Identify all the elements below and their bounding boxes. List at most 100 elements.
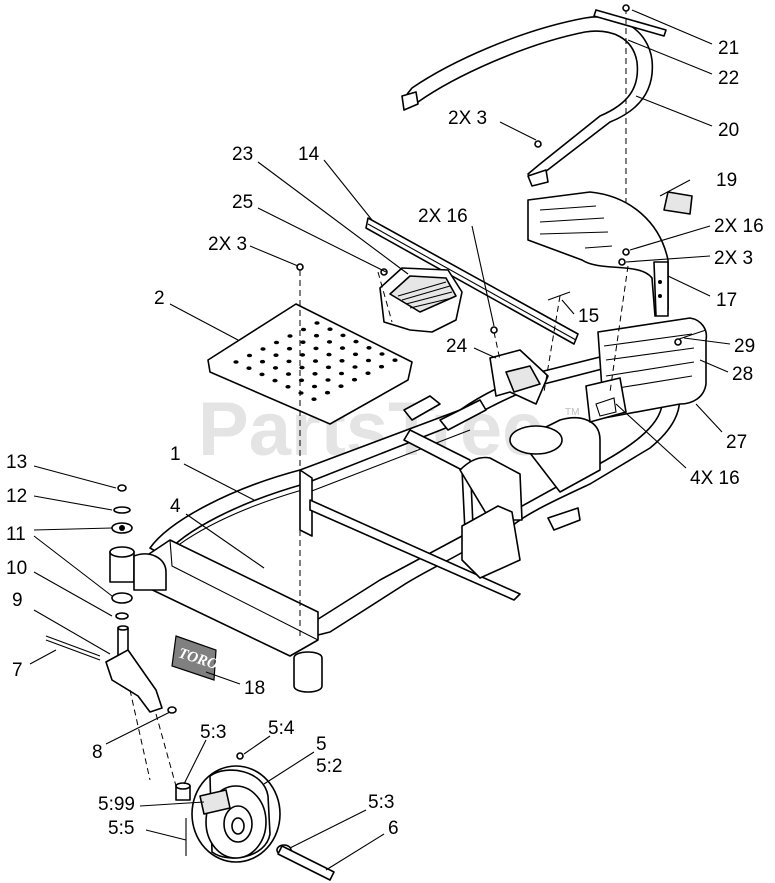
- floor-pan-hole: [273, 353, 279, 358]
- callout-label: 9: [12, 590, 23, 611]
- wheel-axle: [277, 845, 335, 881]
- floor-pan-hole: [326, 352, 332, 357]
- floor-pan-hole: [298, 391, 304, 395]
- floor-pan-hole: [351, 377, 358, 382]
- callout-label: 5:2: [316, 756, 342, 777]
- floor-pan-hole: [324, 390, 331, 395]
- floor-pan-hole: [300, 327, 307, 332]
- handle-bar: [401, 16, 654, 187]
- floor-pan-hole: [353, 339, 359, 344]
- floor-pan-hole: [340, 333, 346, 338]
- callout-label: 27: [726, 432, 747, 453]
- callout-label: 25: [232, 192, 253, 213]
- callout-label: 18: [244, 678, 265, 699]
- front-cross-member: [139, 539, 319, 657]
- callout-label: 19: [716, 170, 737, 191]
- callout-label: 5:99: [98, 794, 135, 815]
- floor-pan-hole: [300, 340, 306, 345]
- floor-pan-hole: [260, 347, 266, 351]
- tire-tread-label: [199, 789, 231, 815]
- callout-label: 5:4: [268, 718, 295, 739]
- callout-label: 5:3: [368, 792, 394, 813]
- bolt: [296, 263, 304, 271]
- floor-pan-hole: [314, 321, 320, 325]
- floor-pan-hole: [313, 333, 320, 338]
- callout-label: 12: [6, 486, 27, 507]
- callout-label: 5: [316, 734, 327, 755]
- rear-shield: [527, 191, 669, 317]
- floor-pan-hole: [287, 334, 293, 338]
- floor-pan: [207, 303, 413, 425]
- callout-label: 15: [578, 306, 599, 327]
- floor-pan-hole: [379, 352, 385, 356]
- bolt: [490, 326, 498, 334]
- callout-label: 1: [170, 444, 181, 465]
- floor-pan-hole: [326, 340, 333, 344]
- callout-label: 10: [6, 558, 27, 579]
- floor-pan-hole: [338, 384, 344, 389]
- callout-label: 20: [718, 120, 739, 141]
- pad-assembly: [585, 317, 708, 423]
- floor-pan-hole: [325, 365, 332, 370]
- callout-label: 6: [388, 818, 399, 839]
- callout-label: 14: [298, 144, 320, 165]
- floor-pan-hole: [311, 384, 318, 389]
- floor-pan-hole: [378, 364, 385, 369]
- floor-pan-hole: [327, 327, 333, 332]
- floor-pan-hole: [312, 359, 319, 363]
- pad-bolt: [675, 329, 707, 341]
- grease-fitting: [236, 752, 244, 760]
- floor-pan-hole: [286, 346, 293, 351]
- handle-plate: [593, 9, 667, 37]
- leader-lines: [29, 9, 731, 871]
- floor-pan-hole: [246, 353, 253, 358]
- floor-pan-hole: [366, 346, 372, 350]
- callout-label: 2: [154, 288, 165, 309]
- floor-pan-hole: [338, 371, 345, 376]
- caster-wheel: [191, 765, 281, 863]
- floor-pan-hole: [299, 365, 305, 370]
- rear-tab: [547, 507, 581, 531]
- floor-pan-hole: [312, 372, 318, 376]
- caster-hardware: [109, 484, 167, 663]
- main-frame: [149, 354, 681, 637]
- axle-bolt: [45, 635, 101, 657]
- floor-pan-hole: [313, 346, 319, 351]
- callout-label: 2X 3: [208, 234, 247, 255]
- floor-pan-hole: [246, 366, 252, 371]
- rear-mount-plate: [461, 505, 521, 579]
- callout-label: 7: [12, 660, 23, 681]
- callout-label: 23: [232, 144, 253, 165]
- decal: [663, 191, 693, 215]
- floor-pan-hole: [285, 385, 291, 389]
- floor-pan-hole: [285, 372, 292, 376]
- grille-housing: [379, 267, 463, 333]
- floor-pan-hole: [339, 346, 346, 350]
- callout-label: 2X 16: [714, 216, 764, 237]
- callout-labels: 21 22 20 2X 3 19 2X 16 2X 3 17 23 14 25 …: [6, 38, 764, 839]
- floor-pan-hole: [259, 372, 265, 377]
- callout-label: 8: [92, 742, 103, 763]
- callout-label: 21: [718, 38, 739, 59]
- callout-label: 28: [732, 364, 753, 385]
- callout-label: 11: [6, 524, 26, 545]
- cross-bar: [365, 217, 579, 345]
- floor-pan-hole: [352, 365, 358, 369]
- callout-label: 4: [170, 496, 181, 517]
- bolt: [534, 140, 542, 148]
- floor-pan-hole: [325, 378, 331, 382]
- floor-pan-hole: [259, 359, 266, 364]
- callout-label: 22: [718, 68, 739, 89]
- toro-logo-plate: TORO: [171, 635, 220, 681]
- floor-pan-hole: [272, 378, 278, 383]
- floor-pan-hole: [311, 397, 317, 402]
- callout-label: 17: [716, 290, 737, 311]
- watermark-tm: TM: [565, 407, 579, 418]
- front-leg: [293, 651, 323, 693]
- callout-label: 2X 3: [448, 108, 487, 129]
- caster-fork: [105, 649, 163, 713]
- floor-pan-hole: [392, 358, 398, 363]
- callout-label: 5:5: [108, 818, 134, 839]
- floor-pan-hole: [352, 352, 359, 357]
